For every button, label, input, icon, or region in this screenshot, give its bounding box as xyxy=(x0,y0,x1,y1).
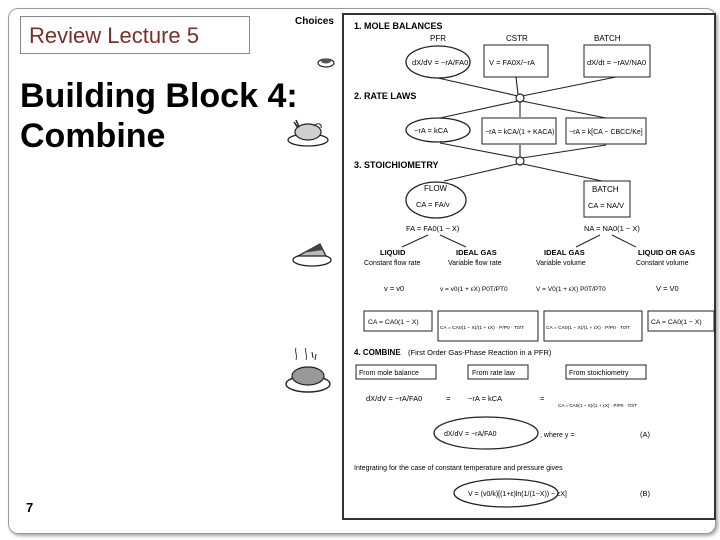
connector-arrows-4 xyxy=(443,163,603,182)
combined-eq-lhs: dX/dV = −rA/FA0 xyxy=(444,431,497,438)
from-rate-law: From rate law xyxy=(472,370,516,377)
page-number: 7 xyxy=(26,500,34,515)
na-eq: NA = NA0(1 − X) xyxy=(584,224,640,233)
combine-eq-2: −rA = kCA xyxy=(468,394,502,403)
flow-relation-2: v = v0(1 + εX) P0T/PT0 xyxy=(440,286,508,293)
liquid-sub: Constant flow rate xyxy=(364,260,421,267)
connector-arrows-1 xyxy=(437,76,617,97)
roast-dish-icon xyxy=(285,348,331,393)
rate-law-3-box xyxy=(565,117,647,145)
rate-law-2-box xyxy=(481,117,557,145)
label-a: (A) xyxy=(640,430,651,439)
conc-box-3 xyxy=(543,310,643,342)
algorithm-figure: 1. MOLE BALANCES PFR CSTR BATCH dX/dV = … xyxy=(342,13,716,520)
connector-arrows-3 xyxy=(439,142,607,159)
connector-arrows-2 xyxy=(439,100,607,119)
cstr-label: CSTR xyxy=(506,34,528,43)
section-box: Review Lecture 5 xyxy=(20,16,250,54)
rate-law-3: −rA = k[CA − CBCC/Ke] xyxy=(569,129,643,136)
ideal-gas-1-label: IDEAL GAS xyxy=(456,248,497,257)
from-stoichiometry-box xyxy=(565,364,647,380)
ideal-gas-1-sub: Variable flow rate xyxy=(448,260,502,267)
where-y: , where y = xyxy=(540,432,574,439)
from-mole-balance: From mole balance xyxy=(359,370,419,377)
section-4-heading: 4. COMBINE xyxy=(354,348,401,357)
connector-arrows-5 xyxy=(401,234,637,248)
section-label: Review Lecture 5 xyxy=(29,23,199,48)
ideal-gas-2-label: IDEAL GAS xyxy=(544,248,585,257)
conc-4: CA = CA0(1 − X) xyxy=(651,319,702,326)
batch-conc-box xyxy=(583,180,631,218)
batch-eq: CA = NA/V xyxy=(588,201,624,210)
label-b: (B) xyxy=(640,489,651,498)
batch-balance-eq: dX/dt = −rAV/NA0 xyxy=(587,58,646,67)
pfr-balance-eq: dX/dV = −rA/FA0 xyxy=(412,58,468,67)
section-4-note: (First Order Gas-Phase Reaction in a PFR… xyxy=(408,348,552,357)
flow-eq: CA = FA/v xyxy=(416,200,450,209)
flow-label: FLOW xyxy=(424,184,448,193)
combine-eq-1: dX/dV = −rA/FA0 xyxy=(366,394,422,403)
choices-label: Choices xyxy=(295,16,334,27)
ideal-gas-2-sub: Variable volume xyxy=(536,260,586,267)
liquid-or-gas-sub: Constant volume xyxy=(636,260,689,267)
conc-3: CA = CA0(1 − X)/(1 + εX) · P/P0 · T0/T xyxy=(546,325,630,331)
flow-relation-4: V = V0 xyxy=(656,284,679,293)
title-line-2: Combine xyxy=(20,117,166,155)
rate-law-1: −rA = kCA xyxy=(414,126,448,135)
flow-relation-1: v = v0 xyxy=(384,284,404,293)
final-eq-ellipse xyxy=(453,478,559,508)
cstr-balance-box xyxy=(483,44,549,78)
batch2-label: BATCH xyxy=(592,185,619,194)
conc-box-1 xyxy=(363,310,433,332)
liquid-or-gas-label: LIQUID OR GAS xyxy=(638,248,695,257)
fa-eq: FA = FA0(1 − X) xyxy=(406,224,460,233)
liquid-label: LIQUID xyxy=(380,248,406,257)
integrating-text: Integrating for the case of constant tem… xyxy=(354,465,563,472)
batch-label: BATCH xyxy=(594,34,621,43)
small-dish-icon xyxy=(317,58,335,68)
slide-title: Building Block 4: Combine xyxy=(20,76,298,156)
conc-1: CA = CA0(1 − X) xyxy=(368,319,419,326)
conc-box-4 xyxy=(647,310,715,332)
junction-node-2 xyxy=(515,156,525,166)
rate-law-2: −rA = kCA/(1 + KACA) xyxy=(485,129,554,136)
combine-eq-3: CA = CA0(1 − X)/(1 + εX) · P/P0 · T0/T xyxy=(558,403,637,408)
section-2-heading: 2. RATE LAWS xyxy=(354,91,416,101)
title-line-1: Building Block 4: xyxy=(20,77,298,115)
rate-law-1-ellipse xyxy=(405,117,471,143)
batch-balance-box xyxy=(583,44,651,78)
flow-relation-3: V = V0(1 + εX) P0T/PT0 xyxy=(536,286,606,293)
from-rate-law-box xyxy=(467,364,529,380)
equals-sign-2: = xyxy=(540,394,545,403)
from-mole-balance-box xyxy=(355,364,437,380)
pie-slice-icon xyxy=(292,243,332,267)
flow-ellipse xyxy=(405,181,467,219)
equals-sign-1: = xyxy=(446,394,451,403)
pfr-label: PFR xyxy=(430,34,446,43)
algorithm-diagram: 1. MOLE BALANCES PFR CSTR BATCH dX/dV = … xyxy=(354,21,715,508)
section-1-heading: 1. MOLE BALANCES xyxy=(354,21,443,31)
conc-2: CA = CA0(1 − X)/(1 + εX) · P/P0 · T0/T xyxy=(440,325,524,331)
combined-eq-ellipse xyxy=(433,416,539,450)
turkey-icon xyxy=(287,119,329,147)
cstr-balance-eq: V = FA0X/−rA xyxy=(489,58,535,67)
final-eq: V = (v0/k)[(1+ε)ln(1/(1−X)) − εX] xyxy=(468,491,567,498)
section-3-heading: 3. STOICHIOMETRY xyxy=(354,160,439,170)
from-stoichiometry: From stoichiometry xyxy=(569,370,629,377)
conc-box-2 xyxy=(437,310,539,342)
